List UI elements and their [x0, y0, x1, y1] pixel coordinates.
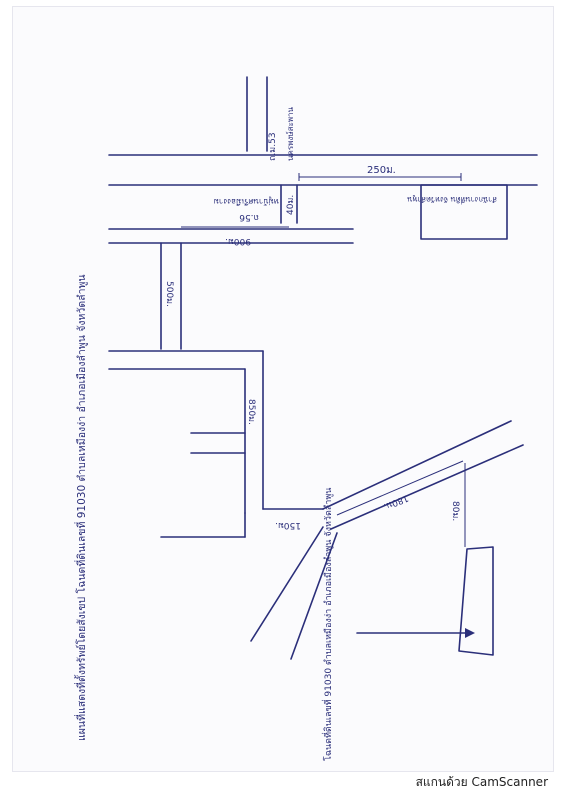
location-map: แผนที่แสดงที่ตั้งทรัพย์โดยสังเขป โฉนดที่… — [74, 76, 538, 761]
dim-850-label: 850ม. — [246, 399, 256, 425]
map-title: แผนที่แสดงที่ตั้งทรัพย์โดยสังเขป โฉนดที่… — [74, 274, 88, 741]
dim-180-line — [336, 460, 464, 516]
dim-900-label: 900ม. — [225, 236, 251, 246]
parcel-arrowhead — [465, 628, 475, 638]
road-56-label: ถ.56 — [239, 212, 259, 222]
dim-250-label: 250ม. — [367, 165, 396, 176]
map-sheet: แผนที่แสดงที่ตั้งทรัพย์โดยสังเขป โฉนดที่… — [12, 6, 554, 772]
road-h53-note: นครพงษ์สะพาน — [285, 106, 295, 161]
dim-150-label: 150ม. — [275, 520, 301, 530]
dim-180-label: 180ม. — [382, 492, 410, 511]
land-office-box — [420, 184, 508, 240]
land-office-label: สำนักงานที่ดิน จังหวัดลำพูน — [407, 195, 497, 205]
parcel-note: โฉนดที่ดินเลขที่ 91030 ตำบลเหมืองง่า อำเ… — [321, 488, 334, 761]
lower-road-left-edge — [250, 526, 324, 642]
diagonal-road-bottom-edge — [330, 444, 524, 530]
scanner-footer: สแกนด้วย CamScanner — [415, 775, 548, 789]
road-56-note: หมู่บ้านศรีเมืองงาม — [214, 196, 279, 206]
lower-road-right-edge — [290, 532, 338, 660]
parcel-plot — [458, 546, 494, 656]
road-h53-label: ถ.ม.53 — [268, 132, 278, 161]
dim-40-label: 40ม. — [286, 195, 296, 215]
diagonal-road-top-edge — [322, 420, 512, 510]
dim-80-label: 80ม. — [450, 501, 460, 521]
dim-500-label: 500ม. — [164, 281, 174, 307]
